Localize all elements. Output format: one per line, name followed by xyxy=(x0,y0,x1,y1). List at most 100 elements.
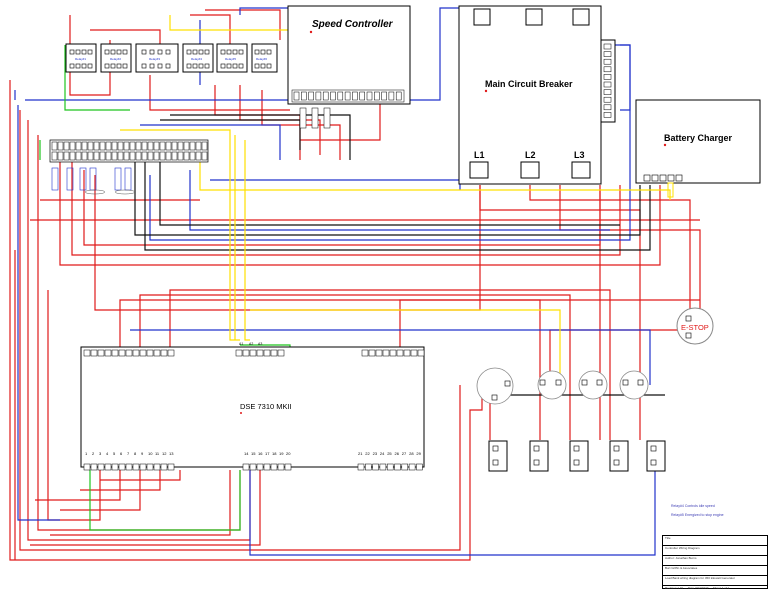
terminal-pin xyxy=(117,151,124,161)
dse-terminal-number: 14 xyxy=(244,451,249,456)
terminal-pin xyxy=(416,463,423,471)
terminal-pin xyxy=(201,141,208,151)
dse-terminal-number: 13 xyxy=(169,451,174,456)
terminal-pin xyxy=(374,91,380,101)
terminal-pin xyxy=(277,463,285,471)
dse-terminal-number: 6 xyxy=(120,451,123,456)
terminal-pin xyxy=(603,104,612,111)
terminal-pin xyxy=(83,349,91,357)
terminal-pin xyxy=(603,112,612,118)
terminal-pin xyxy=(153,463,161,471)
terminal-pin xyxy=(167,463,175,471)
dse-terminal-number: 4 xyxy=(106,451,109,456)
terminal-pin xyxy=(395,91,402,101)
battery-charger: Battery Charger xyxy=(635,99,761,198)
breaker-terminal-l1: L1 xyxy=(474,150,485,160)
dse-terminal-number: 8 xyxy=(134,451,137,456)
dse-terminal-number: 24 xyxy=(380,451,385,456)
terminal-pin xyxy=(69,141,76,151)
terminal-pin xyxy=(117,141,124,151)
dse-controller-label: DSE 7310 MKII xyxy=(240,402,292,411)
terminal-pin xyxy=(159,141,166,151)
dse-terminal-number: 22 xyxy=(365,451,370,456)
terminal-pin xyxy=(147,151,154,161)
terminal-pin xyxy=(135,151,142,161)
terminal-pin xyxy=(123,141,130,151)
terminal-pin xyxy=(270,349,278,357)
terminal-pin xyxy=(365,463,372,471)
terminal-pin xyxy=(104,349,112,357)
terminal-pin xyxy=(315,91,322,101)
terminal-pin xyxy=(201,151,208,161)
terminal-pin xyxy=(97,463,105,471)
terminal-pin xyxy=(105,151,112,161)
breaker-terminal-l2: L2 xyxy=(525,150,536,160)
relay-pins xyxy=(69,49,272,69)
terminal-pin xyxy=(139,349,147,357)
main-circuit-breaker: Main Circuit Breaker L1 L2 L3 xyxy=(458,5,616,185)
terminal-strip-cells xyxy=(51,141,208,161)
terminal-pin xyxy=(386,463,394,471)
terminal-pin xyxy=(410,349,418,357)
terminal-pin xyxy=(177,141,184,151)
terminal-pin xyxy=(105,141,112,151)
dse-terminal-number: 18 xyxy=(272,451,277,456)
dse-terminal-number: 19 xyxy=(279,451,284,456)
terminal-pin xyxy=(75,141,82,151)
estop: E-STOP xyxy=(676,307,714,345)
terminal-pin xyxy=(388,91,395,101)
title-block-row: Revision 1.01 — Date 7/12/2023 — Sheet 1… xyxy=(665,586,730,590)
note-relay-4: Relay#4 Controls idle speed xyxy=(671,504,715,508)
terminal-pin xyxy=(361,349,369,357)
dse-terminal-number: 23 xyxy=(373,451,378,456)
terminal-pin xyxy=(379,463,387,471)
title-block-row: Burt Griffin & Associates xyxy=(663,566,767,576)
terminal-pin xyxy=(57,151,64,161)
title-block-row: Title xyxy=(663,536,767,546)
terminal-pin xyxy=(330,91,336,101)
terminal-pin xyxy=(249,349,257,357)
terminal-pin xyxy=(111,151,118,161)
terminal-pin xyxy=(352,91,358,101)
terminal-pin xyxy=(263,349,271,357)
speed-controller: Speed Controller xyxy=(287,5,411,129)
terminal-pin xyxy=(293,91,300,101)
terminal-pin xyxy=(256,463,264,471)
terminal-pin xyxy=(396,349,404,357)
speed-controller-label: Speed Controller xyxy=(312,19,394,30)
terminal-pin xyxy=(97,349,105,357)
terminal-pin xyxy=(141,151,148,161)
terminal-pin xyxy=(603,43,612,50)
terminal-pin xyxy=(389,349,397,357)
terminal-pin xyxy=(165,141,172,151)
terminal-pin xyxy=(603,58,612,65)
wires-black xyxy=(134,114,665,396)
terminal-pin xyxy=(375,349,383,357)
terminal-pin xyxy=(270,463,278,471)
dse-terminal-number: 12 xyxy=(162,451,167,456)
terminal-pin xyxy=(87,141,94,151)
terminal-pin xyxy=(81,151,88,161)
terminal-pin xyxy=(147,141,154,151)
terminal-pin xyxy=(189,151,196,161)
terminal-pin xyxy=(111,463,119,471)
terminal-pin xyxy=(99,151,106,161)
relay-labels: Relay#1 Relay#2 Relay#3 Relay#4 Relay#5 … xyxy=(75,57,267,61)
terminal-pin xyxy=(603,51,612,57)
wires-yellow xyxy=(120,15,671,385)
terminal-pin xyxy=(160,349,168,357)
terminal-pin xyxy=(195,141,202,151)
main-circuit-breaker-label: Main Circuit Breaker xyxy=(485,79,573,89)
terminal-pin xyxy=(75,151,82,161)
terminal-pin xyxy=(301,91,307,101)
relay-label: Relay#1 xyxy=(75,57,86,61)
dse-terminal-number: 5 xyxy=(113,451,116,456)
terminal-pin xyxy=(146,349,154,357)
terminal-pin xyxy=(153,141,160,151)
terminal-pin xyxy=(308,91,314,101)
terminal-pin xyxy=(104,463,112,471)
title-block-row: Author: Jonathan Burns xyxy=(663,556,767,566)
terminal-pin xyxy=(111,349,119,357)
terminal-pin xyxy=(90,349,98,357)
terminal-pin xyxy=(183,141,190,151)
